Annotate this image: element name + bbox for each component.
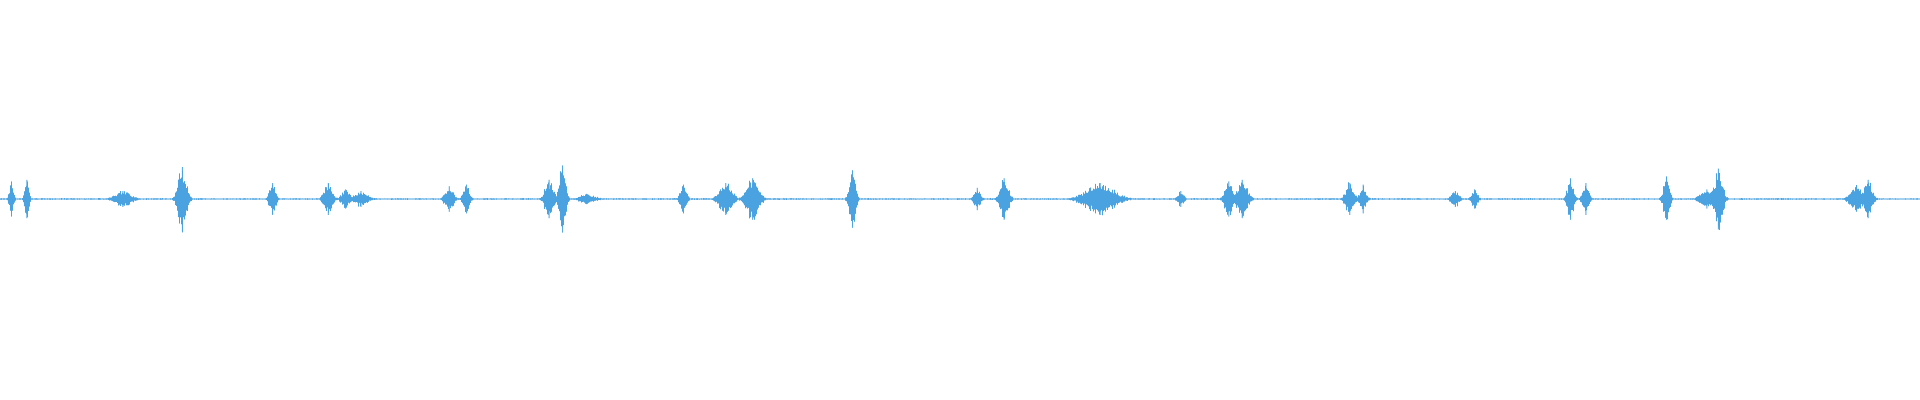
waveform-layer	[0, 165, 1920, 233]
